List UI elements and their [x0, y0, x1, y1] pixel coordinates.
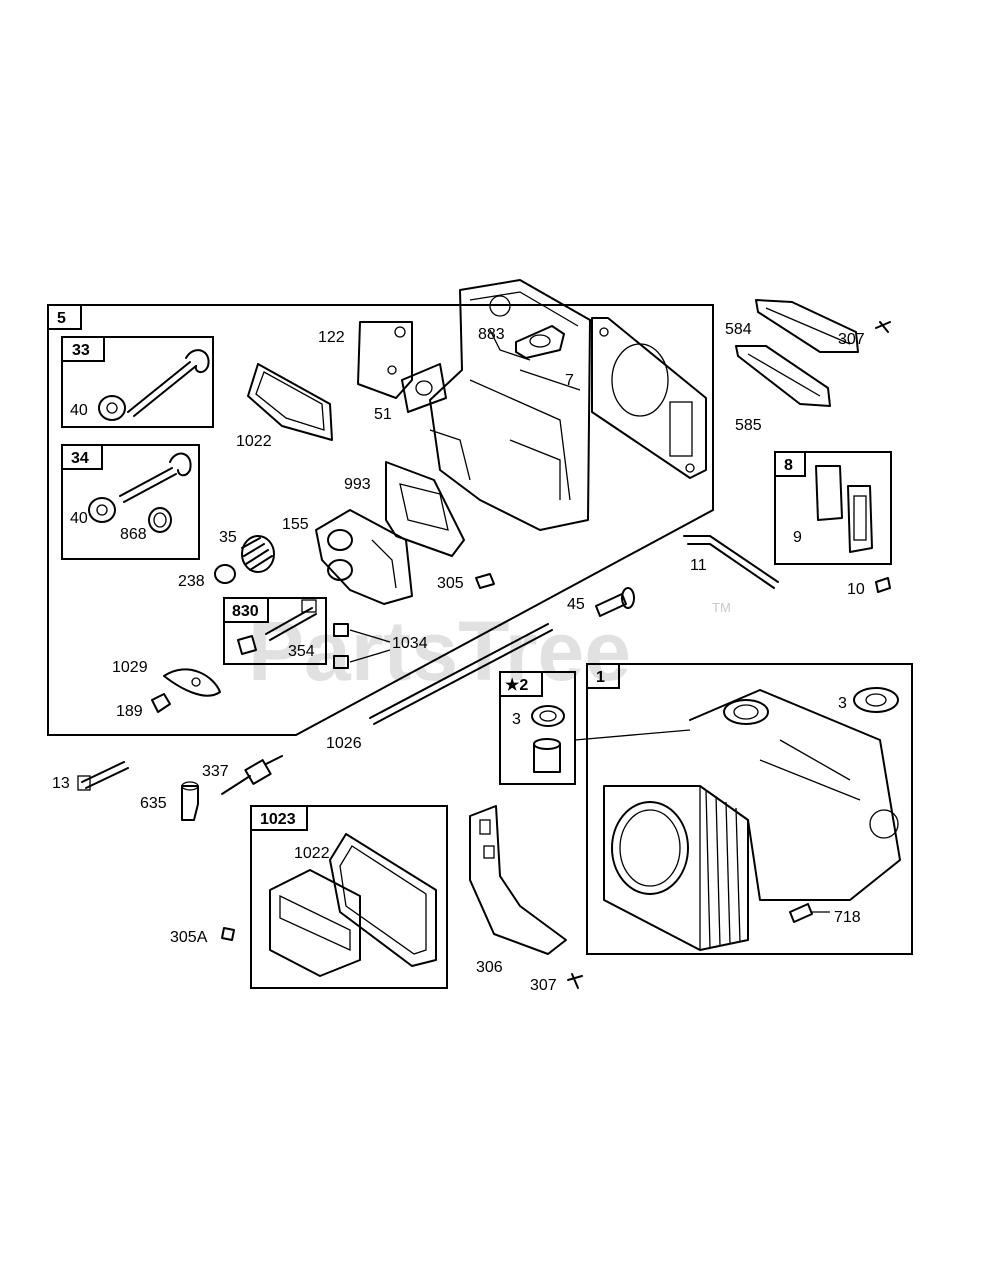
- valve-cap-238: [214, 564, 236, 584]
- spark-plug-337: [221, 755, 283, 795]
- callout-1022-lower: 1022: [294, 845, 330, 862]
- gasket-585: [735, 345, 831, 407]
- breather-tube-11: [683, 535, 779, 589]
- rocker-cover-gasket-upper: [247, 363, 333, 441]
- rocker-stud-drawing: [237, 599, 317, 655]
- callout-40-a: 40: [70, 402, 88, 419]
- callout-45: 45: [567, 596, 585, 613]
- callout-155: 155: [282, 516, 309, 533]
- cylinder-head: [429, 279, 591, 531]
- callout-40-b: 40: [70, 510, 88, 527]
- seal-sleeve-drawing: [531, 705, 565, 773]
- callout-307-bottom: 307: [530, 977, 557, 994]
- callout-189: 189: [116, 703, 143, 720]
- callout-1022-upper: 1022: [236, 433, 272, 450]
- callout-883: 883: [478, 326, 505, 343]
- callout-1034: 1034: [392, 635, 428, 652]
- callout-1026: 1026: [326, 735, 362, 752]
- callout-238: 238: [178, 573, 205, 590]
- exhaust-valve-drawing: [88, 452, 192, 533]
- bolt-13: [77, 761, 129, 791]
- gasket-993: [385, 461, 465, 557]
- air-guide-306: [469, 805, 567, 955]
- callout-993: 993: [344, 476, 371, 493]
- callout-122: 122: [318, 329, 345, 346]
- callout-868: 868: [120, 526, 147, 543]
- assembly-33-box[interactable]: 33: [61, 336, 214, 428]
- screw-305A: [221, 927, 235, 941]
- bolt-305: [475, 573, 495, 589]
- screw-10: [875, 577, 891, 593]
- nut-189: [151, 693, 171, 713]
- rocker-arm-1029: [163, 668, 221, 697]
- assembly-34-label: 34: [71, 450, 89, 467]
- assembly-5-outline: 5: [47, 304, 714, 736]
- callout-35: 35: [219, 529, 237, 546]
- breather-drawing: [815, 465, 873, 553]
- assembly-34-box[interactable]: 34: [61, 444, 200, 560]
- assembly-2-box[interactable]: ★2: [499, 671, 576, 785]
- assembly-2-label: ★2: [505, 677, 528, 694]
- callout-584: 584: [725, 321, 752, 338]
- callout-307-top: 307: [838, 331, 865, 348]
- callout-3-seal: 3: [512, 711, 521, 728]
- callout-306: 306: [476, 959, 503, 976]
- assembly-1023-label: 1023: [260, 811, 296, 828]
- callout-585: 585: [735, 417, 762, 434]
- tappet-45: [595, 587, 635, 617]
- valve-spring-35: [241, 535, 275, 573]
- callout-9: 9: [793, 529, 802, 546]
- push-rod-1026: [369, 623, 553, 725]
- rocker-cover-drawing: [269, 833, 437, 977]
- callout-3-block: 3: [838, 695, 847, 712]
- screw-307-bottom: [567, 973, 583, 989]
- gasket-883: [515, 325, 565, 359]
- assembly-1-box[interactable]: 1: [574, 663, 913, 955]
- intake-valve-drawing: [98, 349, 210, 421]
- assembly-5-label: 5: [57, 310, 66, 327]
- cylinder-block-drawing: [603, 687, 901, 951]
- head-gasket-7: [591, 317, 707, 479]
- elbow-635: [181, 781, 199, 821]
- gasket-584: [755, 299, 859, 353]
- callout-305A: 305A: [170, 929, 208, 946]
- callout-11: 11: [690, 557, 707, 574]
- assembly-1023-box[interactable]: 1023: [250, 805, 448, 989]
- callout-13: 13: [52, 775, 70, 792]
- assembly-8-label: 8: [784, 457, 793, 474]
- assembly-830-box[interactable]: 830: [223, 597, 327, 665]
- callout-635: 635: [140, 795, 167, 812]
- assembly-8-box[interactable]: 8: [774, 451, 892, 565]
- screw-307-top: [875, 321, 891, 333]
- callout-1029: 1029: [112, 659, 148, 676]
- callout-7: 7: [565, 372, 574, 389]
- assembly-33-label: 33: [72, 342, 90, 359]
- watermark-trademark: TM: [712, 600, 731, 615]
- callout-354: 354: [288, 643, 315, 660]
- assembly-830-label: 830: [232, 603, 259, 620]
- assembly-1-label: 1: [596, 669, 605, 686]
- callout-10: 10: [847, 581, 865, 598]
- callout-labels: 122 883 7 584 307 1022 51 585 40 993 868…: [52, 321, 865, 994]
- retainer-1034: [333, 623, 391, 669]
- callout-718: 718: [834, 909, 861, 926]
- callout-305: 305: [437, 575, 464, 592]
- callout-337: 337: [202, 763, 229, 780]
- gasket-51: [401, 363, 447, 413]
- callout-51: 51: [374, 406, 392, 423]
- rocker-plate-155: [315, 509, 413, 605]
